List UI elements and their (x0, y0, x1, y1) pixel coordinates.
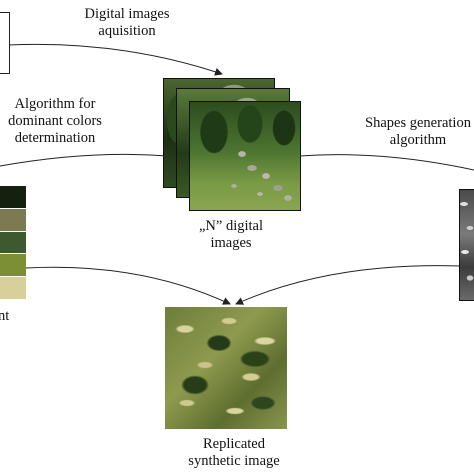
arrow-acquisition (7, 43, 223, 76)
label-cut-left: nt (0, 308, 10, 324)
label-digital-images-line1: „N” digital (198, 218, 264, 234)
label-shapes-algorithm-line1: Shapes generation (365, 115, 471, 131)
color-swatch (0, 277, 26, 299)
label-replicated-line2: synthetic image (188, 453, 280, 469)
color-swatch (0, 231, 26, 254)
label-algorithm-colors-line1: Algorithm for (14, 96, 96, 112)
label-digital-images: „N” digital images (176, 218, 286, 252)
line-right-to-images (299, 154, 474, 171)
shapes-texture-image (459, 189, 474, 301)
color-swatch (0, 208, 26, 231)
arrow-shapes-to-synthetic (235, 265, 461, 305)
label-digital-images-line2: images (210, 235, 252, 251)
synthetic-image (165, 307, 287, 429)
label-algorithm-colors-line3: determination (14, 130, 96, 146)
label-shapes-algorithm: Shapes generation algorithm (356, 115, 474, 149)
label-acquisition-line1: Digital images (84, 6, 170, 22)
color-swatch (0, 254, 26, 277)
label-algorithm-colors: Algorithm for dominant colors determinat… (0, 96, 114, 147)
digital-image-front (189, 101, 301, 211)
source-box (0, 12, 10, 74)
label-algorithm-colors-line2: dominant colors (8, 113, 102, 129)
label-acquisition-line2: aquisition (98, 23, 156, 39)
arrow-colors-to-synthetic (25, 266, 231, 305)
label-replicated-line1: Replicated (202, 436, 265, 452)
color-swatch (0, 186, 26, 208)
line-left-to-images (0, 153, 169, 167)
dominant-color-palette (0, 186, 26, 300)
label-shapes-algorithm-line2: algorithm (389, 132, 447, 148)
label-replicated: Replicated synthetic image (164, 436, 304, 470)
label-acquisition: Digital images aquisition (52, 6, 202, 40)
